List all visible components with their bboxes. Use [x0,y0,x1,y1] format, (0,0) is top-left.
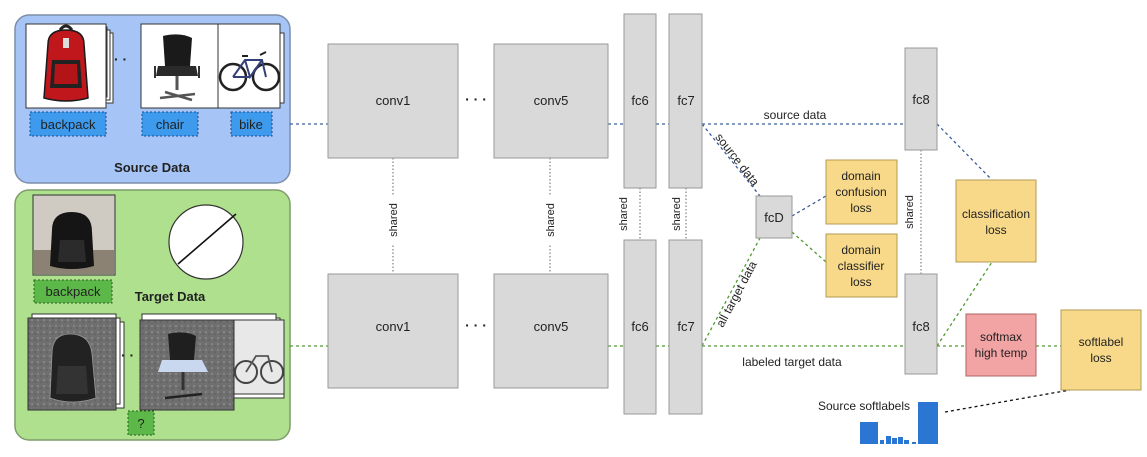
conv5-target-block [493,273,609,389]
shared-label-conv5: shared [545,203,557,237]
source-flow-lines [290,123,993,217]
classification-loss-line2: loss [985,223,1006,237]
softlabel-loss-box [1060,309,1142,391]
fc7-target-label: fc7 [677,319,694,334]
conv1-target-block [327,273,459,389]
source-label-bike [230,111,273,137]
shared-label-fc7: shared [671,197,683,231]
shared-label-fc6: shared [618,197,630,231]
conv1-source-block [327,43,459,159]
fc6-target-label: fc6 [631,319,648,334]
source-softlabels-label: Source softlabels [818,399,910,413]
softlabels-link [944,389,1071,413]
domain-classifier-loss-line1: domain [841,243,880,257]
fc8-source-label: fc8 [912,92,929,107]
source-label-bike-text: bike [239,117,263,132]
conv1-target-label: conv1 [376,319,411,334]
softmax-high-temp-box [965,313,1037,377]
target-data-title: Target Data [135,289,206,304]
domain-classifier-loss-line3: loss [850,275,871,289]
target-backpack-image-stack [27,313,125,411]
fcD-label: fcD [764,210,784,225]
conv1-source-label: conv1 [376,93,411,108]
fc8-target-block [904,273,938,375]
fc7-source-label: fc7 [677,93,694,108]
domain-classifier-loss-box [825,233,898,298]
fc8-source-block [904,47,938,151]
target-label-backpack-text: backpack [46,284,101,299]
source-label-chair [141,111,199,137]
conv5-source-block [493,43,609,159]
source-backpack-image-stack [25,23,114,109]
domain-confusion-loss-line1: domain [841,169,880,183]
source-net-ellipsis: · · · [465,91,487,107]
target-net-ellipsis: · · · [465,317,487,333]
conv5-source-label: conv5 [534,93,569,108]
target-backpack-photo [32,194,116,276]
conv5-target-label: conv5 [534,319,569,334]
classification-loss-line1: classification [962,207,1030,221]
edge-label-source-data: source data [764,108,827,122]
fc6-source-label: fc6 [631,93,648,108]
source-label-backpack [29,111,107,137]
target-label-unknown [127,410,155,436]
softlabel-loss-line2: loss [1090,351,1111,365]
target-ellipsis: · · [121,347,134,363]
source-label-chair-text: chair [156,117,185,132]
softmax-high-temp-line2: high temp [975,346,1028,360]
classification-loss-box [955,179,1037,263]
edge-label-labeled-target-data: labeled target data [742,355,842,369]
softlabel-loss-line1: softlabel [1079,335,1124,349]
target-chair-image-stack [139,313,285,411]
domain-confusion-loss-box [825,159,898,225]
source-data-title: Source Data [114,160,191,175]
shared-label-conv1: shared [388,203,400,237]
fc7-source-block [668,13,703,189]
softmax-high-temp-line1: softmax [980,330,1022,344]
target-label-unknown-text: ? [137,416,144,431]
domain-confusion-loss-line2: confusion [835,185,886,199]
softlabel-histogram-icon [860,402,938,444]
source-ellipsis: · · [114,51,127,67]
source-chair-image-stack [140,23,227,109]
target-label-backpack [33,279,113,304]
shared-weight-links [392,150,922,274]
domain-classifier-loss-line2: classifier [838,259,885,273]
fcD-block [755,195,793,239]
target-flow-lines [290,231,1061,347]
fc7-target-block [668,239,703,415]
fc8-target-label: fc8 [912,319,929,334]
unknown-label-circle-icon [168,204,244,280]
shared-label-fc8: shared [904,195,916,229]
source-label-backpack-text: backpack [41,117,96,132]
fc6-target-block [623,239,657,415]
source-bike-image-stack [217,23,285,109]
edge-label-all-target-data: all target data [713,258,760,329]
fc6-source-block [623,13,657,189]
edge-label-source-data-diagonal: source data [712,131,762,189]
unknown-label-slash [177,213,237,265]
domain-confusion-loss-line3: loss [850,201,871,215]
